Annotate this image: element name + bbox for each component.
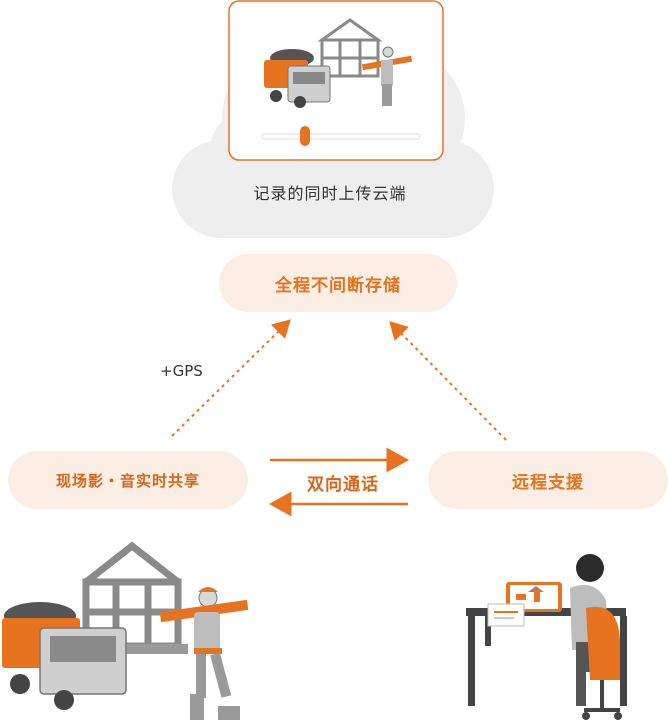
remote-operator-illustration xyxy=(466,554,627,720)
gps-label: +GPS xyxy=(160,362,203,380)
storage-pill: 全程不间断存储 xyxy=(219,254,457,312)
cloud-upload-label: 记录的同时上传云端 xyxy=(253,184,407,203)
two-way-call-label: 双向通话 xyxy=(307,475,379,495)
gps-arrow xyxy=(171,319,291,437)
site-illustration xyxy=(2,541,249,720)
share-pill: 现场影・音实时共享 xyxy=(8,451,248,509)
remote-arrow xyxy=(389,321,507,441)
video-frame xyxy=(228,0,444,161)
remote-support-pill: 远程支援 xyxy=(428,451,668,509)
